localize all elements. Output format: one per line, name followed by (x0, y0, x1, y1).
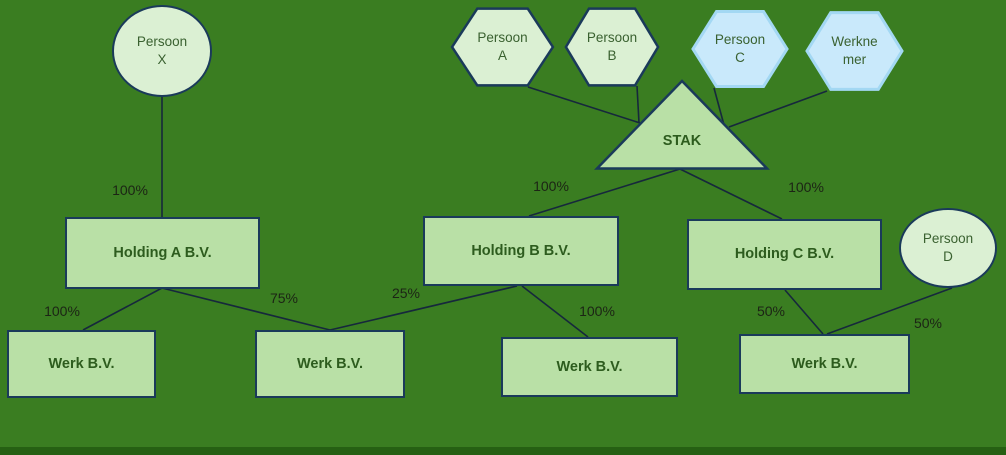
node-persoon-x-label: Persoon X (136, 34, 188, 67)
node-holding-b-label: Holding B B.V. (471, 242, 571, 259)
node-werk-2[interactable]: Werk B.V. (255, 330, 405, 398)
node-persoon-d[interactable]: Persoon D (899, 208, 997, 288)
edge-label-persoon-d-werk-4[interactable]: 50% (913, 315, 943, 331)
triangle-shape (594, 78, 770, 171)
node-persoon-b[interactable]: Persoon B (564, 7, 660, 87)
edge-holding-b-werk-3[interactable] (521, 285, 589, 338)
node-holding-a-label: Holding A B.V. (113, 244, 212, 261)
node-werk-1-label: Werk B.V. (48, 355, 115, 372)
edge-werknemer-stak[interactable] (728, 90, 828, 128)
node-persoon-c[interactable]: Persoon C (691, 10, 789, 88)
hexagon-shape (805, 11, 904, 91)
node-holding-b[interactable]: Holding B B.V. (423, 216, 619, 286)
node-persoon-c-label: Persoon C (714, 32, 766, 65)
edge-label-holding-c-werk-4[interactable]: 50% (756, 303, 786, 319)
node-werknemer[interactable]: Werknemer (805, 11, 904, 91)
node-werk-4[interactable]: Werk B.V. (739, 334, 910, 394)
node-persoon-b-label: Persoon B (586, 30, 638, 63)
hexagon-shape (691, 10, 789, 88)
node-werk-1[interactable]: Werk B.V. (7, 330, 156, 398)
node-persoon-a-label: Persoon A (477, 30, 528, 63)
node-holding-c-label: Holding C B.V. (734, 246, 835, 263)
node-holding-a[interactable]: Holding A B.V. (65, 217, 260, 289)
node-holding-c[interactable]: Holding C B.V. (687, 219, 882, 290)
edge-holding-a-werk-1[interactable] (82, 287, 163, 331)
edge-label-holding-b-werk-3[interactable]: 100% (579, 303, 615, 319)
edge-persoon-a-stak[interactable] (527, 86, 641, 124)
hexagon-shape (564, 7, 660, 87)
edge-label-persoon-x-holding-a[interactable]: 100% (112, 182, 148, 198)
edge-label-stak-holding-b[interactable]: 100% (533, 178, 569, 194)
edge-holding-c-werk-4[interactable] (784, 289, 824, 335)
hexagon-shape (450, 7, 555, 87)
node-persoon-x[interactable]: Persoon X (112, 5, 212, 97)
node-werk-2-label: Werk B.V. (296, 355, 364, 372)
node-persoon-d-label: Persoon D (922, 231, 974, 264)
edge-stak-holding-c[interactable] (679, 168, 783, 220)
node-persoon-a[interactable]: Persoon A (450, 7, 555, 87)
edge-persoon-c-stak[interactable] (713, 87, 725, 126)
node-werknemer-label: Werknemer (831, 34, 878, 67)
edge-label-stak-holding-c[interactable]: 100% (788, 179, 824, 195)
edge-stak-holding-b[interactable] (528, 168, 681, 217)
edge-holding-a-werk-2[interactable] (161, 287, 331, 331)
edge-label-holding-a-werk-2[interactable]: 75% (269, 290, 299, 306)
node-werk-4-label: Werk B.V. (791, 355, 858, 372)
edge-holding-b-werk-2[interactable] (329, 285, 518, 331)
edge-label-holding-b-werk-2[interactable]: 25% (391, 285, 421, 301)
node-werk-3[interactable]: Werk B.V. (501, 337, 678, 397)
node-stak[interactable]: STAK (594, 78, 770, 171)
node-werk-3-label: Werk B.V. (556, 358, 623, 375)
edge-persoon-b-stak[interactable] (636, 85, 640, 124)
edge-persoon-d-werk-4[interactable] (826, 287, 953, 335)
node-stak-label: STAK (662, 133, 702, 150)
bottom-edge-strip (0, 447, 1006, 455)
edge-label-holding-a-werk-1[interactable]: 100% (44, 303, 80, 319)
